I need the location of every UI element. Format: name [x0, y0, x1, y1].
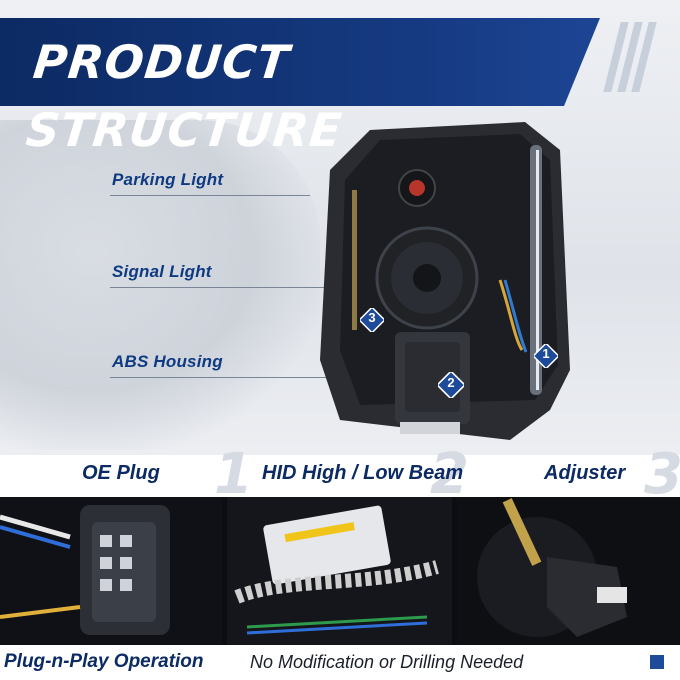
title-banner: [0, 18, 600, 106]
callout-rule-signal: [110, 287, 430, 288]
callout-parking-light: Parking Light: [112, 170, 224, 189]
footer-accent-square: [650, 655, 664, 669]
callout-rule-abs: [110, 377, 382, 378]
feature-label-adjuster: Adjuster: [544, 462, 626, 484]
photo-adjuster: [457, 497, 680, 645]
marker-3: [360, 308, 384, 332]
photo-oe-plug: [0, 497, 222, 645]
callout-signal-light: Signal Light: [112, 262, 212, 281]
photo-hid-beam: [227, 497, 452, 645]
car-silhouette: [0, 120, 320, 450]
marker-1: [534, 344, 558, 368]
feature-label-oe-plug: OE Plug: [82, 462, 160, 484]
marker-2: [438, 372, 464, 398]
headlamp-illustration: [320, 122, 570, 440]
marker-3-label: 3: [368, 310, 376, 325]
footer-plug-n-play: Plug-n-Play Operation: [4, 651, 204, 672]
footer-no-modification: No Modification or Drilling Needed: [250, 652, 524, 672]
marker-1-label: 1: [542, 346, 550, 361]
feature-label-hid-beam: HID High / Low Beam: [262, 462, 464, 484]
feature-number-3: 3: [644, 442, 680, 507]
feature-photos: [0, 497, 680, 645]
footer-bar: [0, 645, 680, 680]
feature-number-2: 2: [430, 442, 469, 507]
feature-number-1: 1: [214, 442, 253, 507]
marker-2-label: 2: [447, 375, 455, 390]
decorative-stripes: [603, 22, 672, 92]
callout-rule-parking: [110, 195, 310, 196]
feature-caption-strip: [0, 455, 680, 497]
callout-abs-housing: ABS Housing: [112, 352, 223, 371]
